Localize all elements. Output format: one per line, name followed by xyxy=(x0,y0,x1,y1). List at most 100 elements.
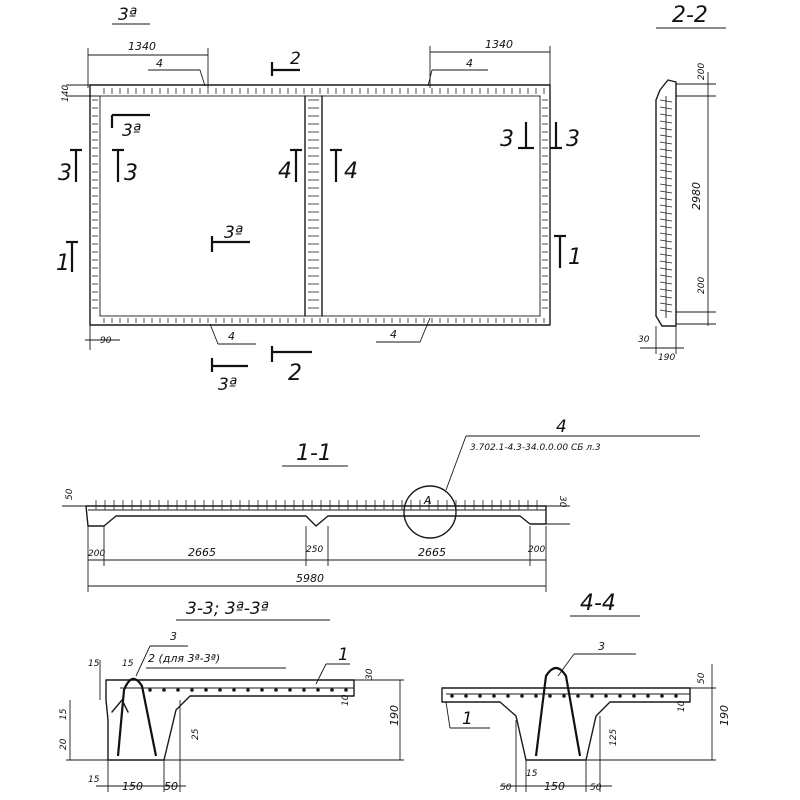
stirrup-tick xyxy=(659,141,673,145)
section-4-4-dim-10: 10 xyxy=(677,700,687,712)
section-4-4-stirrup xyxy=(534,666,582,757)
rebar-dot xyxy=(204,688,208,692)
rebar-dot xyxy=(330,688,334,692)
stirrup-tick xyxy=(659,309,673,313)
plan-cut-4-a: 4 xyxy=(278,159,292,184)
plan-dim-right: 1340 xyxy=(485,38,513,51)
section-2-2-dim-top: 200 xyxy=(697,63,707,80)
stirrup-tick xyxy=(659,99,673,103)
stirrup-tick xyxy=(659,302,673,306)
section-1-1-dim-total: 5980 xyxy=(296,572,324,585)
section-1-1-dim-50: 50 xyxy=(65,488,75,500)
stirrup-tick xyxy=(659,113,673,117)
stirrup-tick xyxy=(659,260,673,264)
stirrup-tick xyxy=(659,246,673,250)
section-1-1-title: 1-1 xyxy=(296,441,332,466)
stirrup-tick xyxy=(659,106,673,110)
stirrup-tick xyxy=(659,127,673,131)
stirrup-tick xyxy=(659,281,673,285)
plan-cut-1-right: 1 xyxy=(568,245,582,270)
rebar-dot xyxy=(646,694,650,698)
plan-cut-1-left: 1 xyxy=(56,251,70,276)
stirrup-tick xyxy=(659,274,673,278)
section-4-4: 4-4 3 1 10 50 125 190 50 15 150 50 xyxy=(441,591,731,793)
section-3-3-ref-1: 1 xyxy=(338,645,349,665)
stirrup-tick xyxy=(659,253,673,257)
rebar-dot xyxy=(478,694,482,698)
rebar-dot xyxy=(632,694,636,698)
section-3-3-hook xyxy=(111,699,129,713)
rebar-dot xyxy=(316,688,320,692)
plan-top-label: 3ª xyxy=(118,5,137,25)
leader xyxy=(557,653,575,677)
section-4-4-dim-190: 190 xyxy=(718,705,731,726)
plan-cut-3-left-a: 3 xyxy=(58,161,72,186)
section-3-3-dim-30: 30 xyxy=(365,668,375,680)
leader xyxy=(199,69,206,87)
section-1-1-dim-left-end: 200 xyxy=(88,549,105,559)
rebar-dot xyxy=(232,688,236,692)
plan-outline xyxy=(89,84,551,326)
section-1-1-slab xyxy=(85,505,547,527)
section-1-1-ref-leader xyxy=(445,435,467,491)
section-3-3-dim-20: 20 xyxy=(59,738,69,750)
section-3-3-dim-15d: 15 xyxy=(88,775,100,785)
rebar-dot xyxy=(548,694,552,698)
plan-cut-3a-bottom: 3ª xyxy=(218,375,237,395)
rebar-dot xyxy=(148,688,152,692)
plan-cut-3-left-b: 3 xyxy=(124,161,138,186)
leader xyxy=(419,317,431,343)
stirrup-tick xyxy=(659,204,673,208)
plan-cut-3-right-a: 3 xyxy=(500,127,514,152)
leader xyxy=(209,323,219,345)
rebar-dot xyxy=(288,688,292,692)
stirrup-tick xyxy=(659,239,673,243)
section-3-3-rebar-dots xyxy=(148,688,348,692)
stirrup-tick xyxy=(659,267,673,271)
section-3-3-dim-10: 10 xyxy=(341,694,351,706)
section-1-1-dim-span-right: 2665 xyxy=(418,546,446,559)
rebar-dot xyxy=(520,694,524,698)
rebar-dot xyxy=(218,688,222,692)
stirrup-tick xyxy=(659,232,673,236)
section-1-1-ref-doc: 3.702.1-4.3-34.0.0.00 СБ л.3 xyxy=(470,443,601,453)
plan-ref-4-bottom-left: 4 xyxy=(228,330,235,343)
rebar-dot xyxy=(660,694,664,698)
plan-dim-140: 140 xyxy=(61,85,71,102)
section-1-1-dim-span-left: 2665 xyxy=(188,546,216,559)
rebar-dot xyxy=(604,694,608,698)
plan-dim-90: 90 xyxy=(100,336,112,346)
plan-cut-3a-inner: 3ª xyxy=(122,121,141,141)
section-3-3-dim-15c: 15 xyxy=(59,708,69,720)
plan-cut-4-b: 4 xyxy=(344,159,358,184)
plan-section-2-top: 2 xyxy=(290,49,301,69)
section-4-4-profile xyxy=(441,687,691,761)
plan-dim-left: 1340 xyxy=(128,40,156,53)
section-3-3-dim-15a: 15 xyxy=(88,659,100,669)
rebar-dot xyxy=(190,688,194,692)
stirrup-tick xyxy=(659,190,673,194)
section-2-2-profile xyxy=(655,79,677,327)
plan-view: 1340 1340 3ª 4 4 2 140 90 3ª 3 xyxy=(56,5,582,395)
rebar-dot xyxy=(506,694,510,698)
plan-inner-outline xyxy=(99,95,541,317)
section-2-2-dim-190: 190 xyxy=(658,353,675,363)
stirrup-tick xyxy=(659,288,673,292)
section-2-2: 2-2 200 2980 200 30 190 xyxy=(638,3,726,363)
plan-ref-4-top-right: 4 xyxy=(466,57,473,70)
section-1-1-dim-right-end: 200 xyxy=(528,545,545,555)
section-1-1-detail-circle xyxy=(403,485,457,539)
stirrup-tick xyxy=(659,211,673,215)
section-4-4-dim-15: 15 xyxy=(526,769,538,779)
rebar-dot xyxy=(344,688,348,692)
stirrup-tick xyxy=(659,169,673,173)
section-3-3-dim-25: 25 xyxy=(191,728,201,740)
section-4-4-ref-1: 1 xyxy=(462,709,473,729)
section-4-4-ref-3: 3 xyxy=(598,640,605,653)
section-3-3-dim-15b: 15 xyxy=(122,659,134,669)
section-4-4-dim-125: 125 xyxy=(609,729,619,746)
rebar-dot xyxy=(534,694,538,698)
section-2-2-stirrups xyxy=(659,99,673,313)
stirrup-tick xyxy=(659,225,673,229)
